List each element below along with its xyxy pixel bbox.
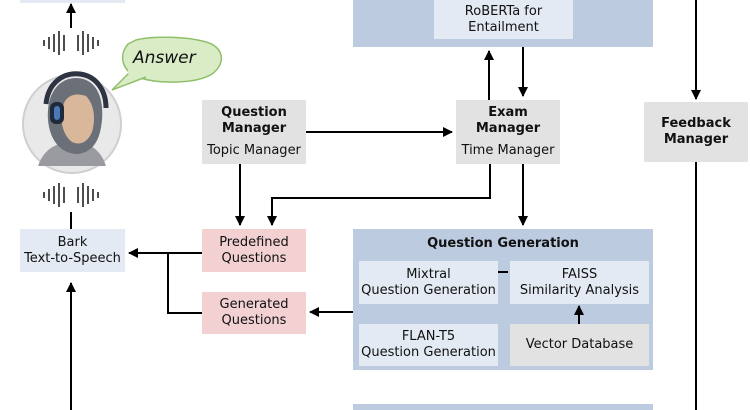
top-left-partial-box (20, 0, 125, 3)
flan-t5-label: FLAN-T5 Question Generation (361, 329, 496, 360)
flan-t5-box: FLAN-T5 Question Generation (359, 324, 498, 366)
line-generated-to-bark (167, 253, 202, 314)
feedback-manager-box: Feedback Manager (644, 102, 748, 162)
question-manager-box: Question Manager Topic Manager (202, 100, 306, 164)
roberta-box: RoBERTa for Entailment (434, 0, 573, 39)
roberta-label: RoBERTa for Entailment (464, 3, 543, 35)
bottom-partial-panel (353, 404, 653, 410)
vector-database-label: Vector Database (525, 337, 634, 352)
exam-manager-title: Exam Manager (475, 105, 541, 136)
time-manager-label: Time Manager (461, 143, 555, 158)
audio-waveform-bottom (43, 183, 99, 207)
faiss-label: FAISS Similarity Analysis (519, 266, 640, 298)
question-manager-title: Question Manager (221, 105, 287, 136)
mixtral-box: Mixtral Question Generation (359, 261, 498, 304)
exam-manager-box: Exam Manager Time Manager (456, 100, 560, 164)
faiss-box: FAISS Similarity Analysis (510, 261, 649, 304)
generated-questions-label: Generated Questions (219, 297, 289, 328)
question-generation-title-text: Question Generation (427, 236, 579, 251)
bark-tts-box: Bark Text-to-Speech (20, 229, 125, 272)
arrow-exam-to-predefined (267, 164, 491, 226)
mixtral-label: Mixtral Question Generation (361, 266, 496, 298)
vector-database-box: Vector Database (510, 324, 649, 366)
generated-questions-box: Generated Questions (202, 292, 306, 334)
connectors (66, 0, 701, 410)
topic-manager-label: Topic Manager (207, 143, 301, 158)
bark-tts-label: Bark Text-to-Speech (24, 234, 121, 266)
bubble-label: Answer (133, 48, 196, 68)
avatar-icon (22, 71, 122, 174)
audio-waveform-top (43, 31, 99, 55)
feedback-manager-label: Feedback Manager (661, 116, 731, 147)
speech-bubble (111, 36, 223, 91)
predefined-questions-label: Predefined Questions (219, 234, 289, 266)
predefined-questions-box: Predefined Questions (202, 229, 306, 272)
question-generation-title: Question Generation (353, 234, 653, 254)
